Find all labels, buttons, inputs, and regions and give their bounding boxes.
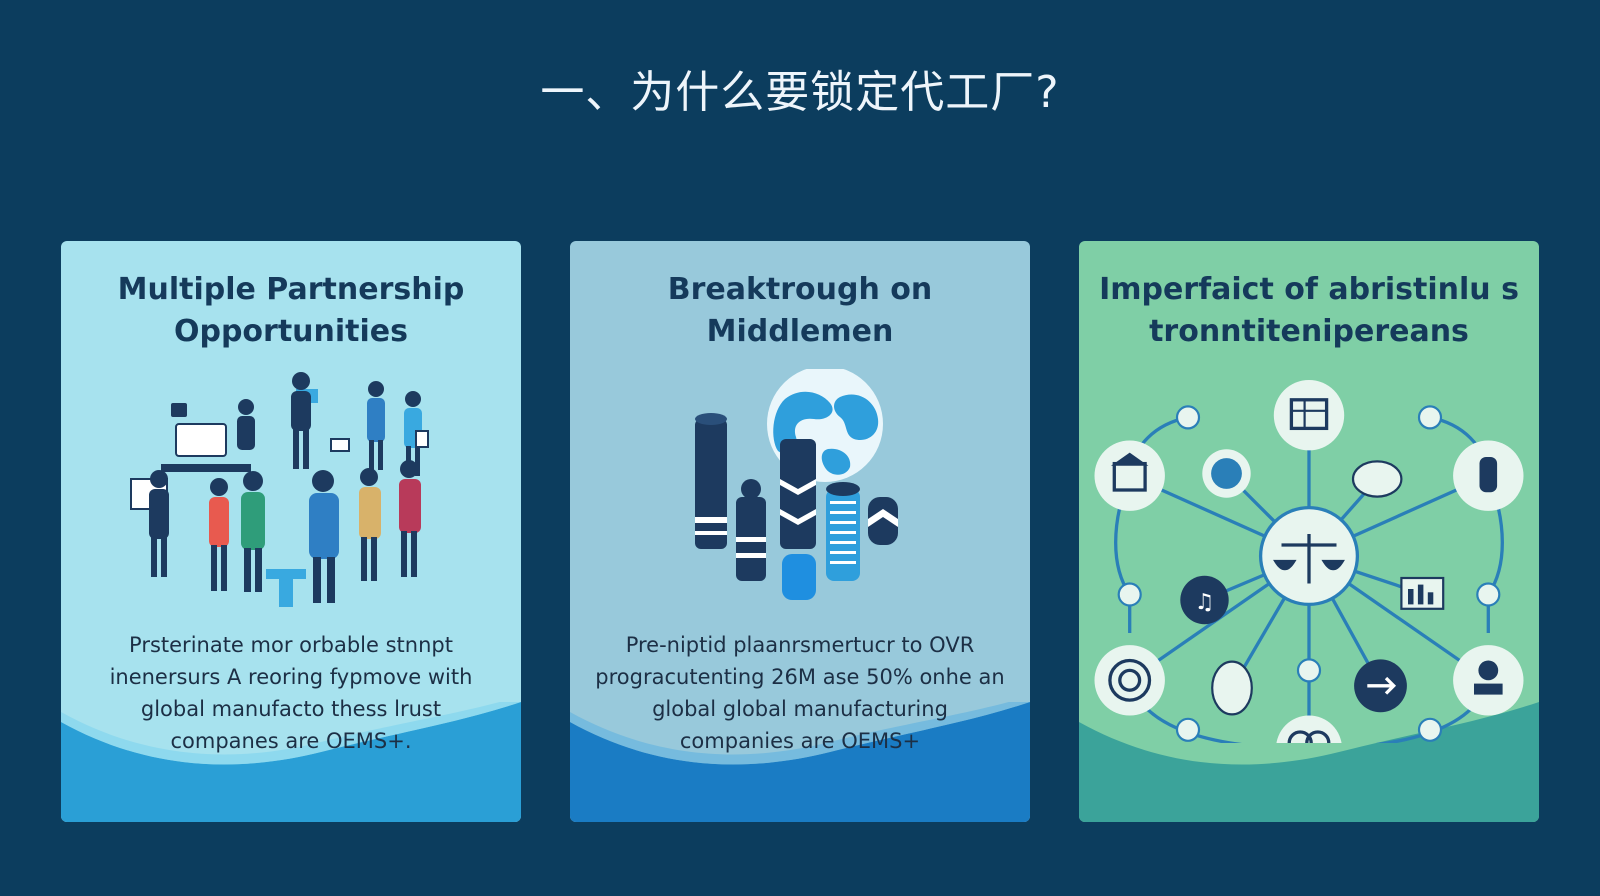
card-middlemen: Breaktrough on Middlemen (570, 241, 1030, 822)
scale-network-icon: ♫ (1094, 380, 1524, 743)
card-wave (570, 702, 1030, 822)
people-network-icon (130, 372, 429, 607)
card-title: Breaktrough on Middlemen (667, 272, 933, 349)
card-body: Pre-niptid plaanrsmertucr to OVR prograc… (595, 633, 1005, 753)
card-wave (1079, 702, 1539, 822)
page-title: 一、为什么要锁定代工厂? (540, 67, 1060, 118)
card-title: Imperfaict of abristinlu s tronntitenipe… (1099, 272, 1519, 349)
card-partnership: Multiple Partnership Opportunities Prste… (61, 241, 521, 822)
svg-text:♫: ♫ (1195, 590, 1215, 615)
card-body: Prsterinate mor orbable stnnpt inenersur… (109, 633, 473, 753)
card-network: Imperfaict of abristinlu s tronntitenipe… (1079, 241, 1539, 822)
card-wave (61, 702, 521, 822)
globe-pillars-icon (695, 369, 898, 600)
card-title: Multiple Partnership Opportunities (117, 272, 465, 349)
